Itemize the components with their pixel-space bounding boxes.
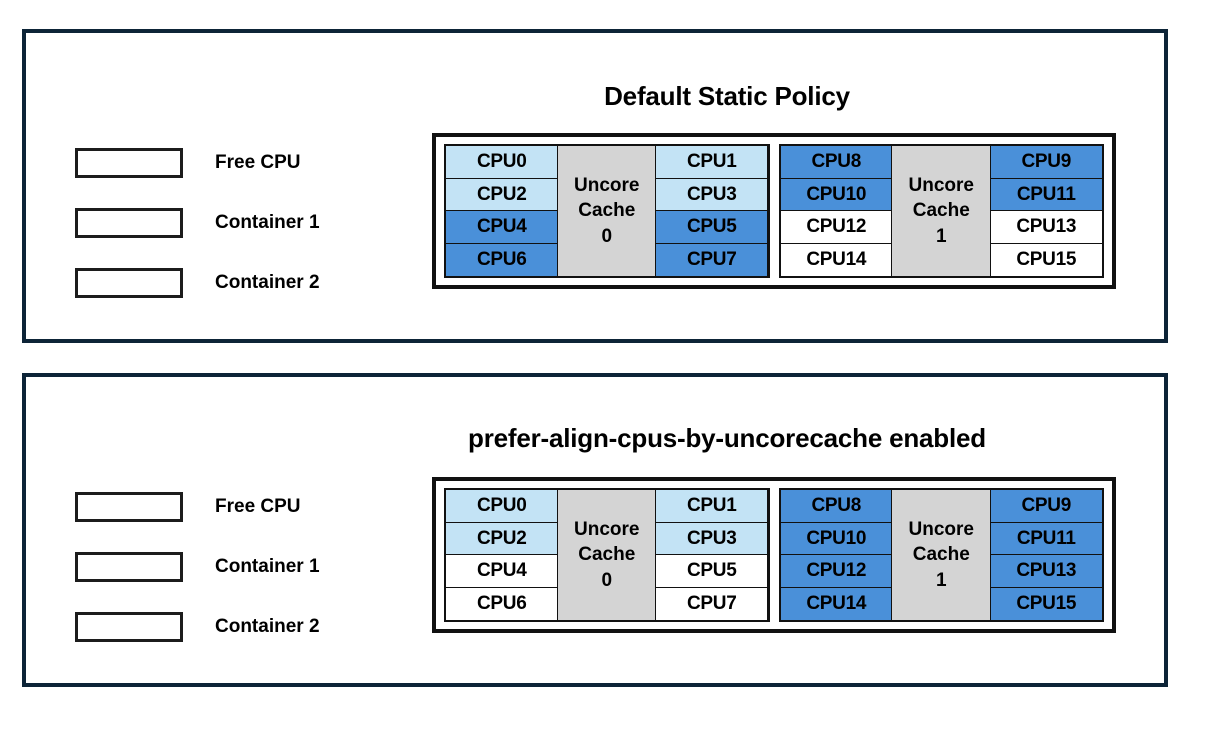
legend-label-container-1: Container 1	[215, 556, 320, 577]
cpu-cell: CPU0	[445, 489, 559, 524]
uncore-cache-label-line1: Uncore	[908, 175, 974, 197]
cache-group-1: CPU8 CPU10 CPU12 CPU14 Uncore Cache 1 CP…	[778, 488, 1104, 622]
cpu-cell: CPU11	[989, 521, 1103, 556]
cpu-topology-diagram: CPU0 CPU2 CPU4 CPU6 Uncore Cache 0 CPU1 …	[432, 133, 1116, 289]
uncore-cache-index: 1	[935, 225, 947, 247]
legend-label-free-cpu: Free CPU	[215, 152, 301, 173]
uncore-cache-label-line2: Cache	[578, 544, 636, 566]
cpu-column-right: CPU9 CPU11 CPU13 CPU15	[989, 489, 1103, 621]
cpu-cell: CPU6	[445, 242, 559, 277]
cpu-cell: CPU15	[989, 242, 1103, 277]
cpu-cell: CPU4	[445, 210, 559, 245]
legend-item-container-1: Container 1	[75, 193, 320, 253]
cache-group-0: CPU0 CPU2 CPU4 CPU6 Uncore Cache 0 CPU1 …	[444, 488, 770, 622]
uncore-cache-label-line2: Cache	[912, 544, 970, 566]
cpu-cell: CPU12	[779, 210, 893, 245]
legend-label-container-2: Container 2	[215, 272, 320, 293]
cpu-cell: CPU9	[989, 145, 1103, 180]
cpu-cell: CPU14	[779, 242, 893, 277]
cpu-cell: CPU4	[445, 554, 559, 589]
cpu-column-right: CPU9 CPU11 CPU13 CPU15	[989, 145, 1103, 277]
cpu-topology-diagram: CPU0 CPU2 CPU4 CPU6 Uncore Cache 0 CPU1 …	[432, 477, 1116, 633]
uncore-cache-label-line1: Uncore	[574, 519, 640, 541]
uncore-cache-index: 0	[601, 225, 613, 247]
cpu-cell: CPU13	[989, 554, 1103, 589]
uncore-cache-box: Uncore Cache 0	[556, 145, 657, 277]
legend-swatch-container-2	[75, 268, 183, 298]
uncore-cache-index: 0	[601, 569, 613, 591]
panel-prefer-align-cpus-by-uncorecache: prefer-align-cpus-by-uncorecache enabled…	[22, 373, 1168, 687]
legend-item-container-2: Container 2	[75, 597, 320, 657]
cpu-cell: CPU8	[779, 489, 893, 524]
cpu-column-right: CPU1 CPU3 CPU5 CPU7	[655, 489, 769, 621]
legend-bottom: Free CPU Container 1 Container 2	[75, 477, 320, 657]
legend-swatch-container-1	[75, 552, 183, 582]
cpu-cell: CPU0	[445, 145, 559, 180]
cpu-cell: CPU12	[779, 554, 893, 589]
cpu-cell: CPU7	[655, 242, 769, 277]
cpu-cell: CPU3	[655, 177, 769, 212]
cpu-cell: CPU11	[989, 177, 1103, 212]
legend-swatch-free-cpu	[75, 492, 183, 522]
cpu-cell: CPU2	[445, 521, 559, 556]
uncore-cache-label-line2: Cache	[578, 200, 636, 222]
panel-default-static-policy: Default Static Policy Free CPU Container…	[22, 29, 1168, 343]
uncore-cache-label-line1: Uncore	[574, 175, 640, 197]
cpu-column-left: CPU0 CPU2 CPU4 CPU6	[445, 145, 559, 277]
cpu-column-left: CPU0 CPU2 CPU4 CPU6	[445, 489, 559, 621]
cpu-cell: CPU9	[989, 489, 1103, 524]
cpu-cell: CPU1	[655, 145, 769, 180]
cpu-cell: CPU10	[779, 177, 893, 212]
legend-label-free-cpu: Free CPU	[215, 496, 301, 517]
page-title: prefer-align-cpus-by-uncorecache enabled	[468, 423, 986, 453]
cpu-column-left: CPU8 CPU10 CPU12 CPU14	[779, 489, 893, 621]
cpu-cell: CPU8	[779, 145, 893, 180]
uncore-cache-box: Uncore Cache 1	[891, 489, 992, 621]
legend-item-container-2: Container 2	[75, 253, 320, 313]
cache-group-0: CPU0 CPU2 CPU4 CPU6 Uncore Cache 0 CPU1 …	[444, 144, 770, 278]
legend-label-container-1: Container 1	[215, 212, 320, 233]
legend-top: Free CPU Container 1 Container 2	[75, 133, 320, 313]
cpu-column-left: CPU8 CPU10 CPU12 CPU14	[779, 145, 893, 277]
cpu-cell: CPU6	[445, 586, 559, 621]
uncore-cache-box: Uncore Cache 1	[891, 145, 992, 277]
cpu-cell: CPU3	[655, 521, 769, 556]
cpu-cell: CPU5	[655, 210, 769, 245]
cpu-cell: CPU7	[655, 586, 769, 621]
cache-group-1: CPU8 CPU10 CPU12 CPU14 Uncore Cache 1 CP…	[778, 144, 1104, 278]
cpu-cell: CPU14	[779, 586, 893, 621]
legend-swatch-free-cpu	[75, 148, 183, 178]
cpu-cell: CPU13	[989, 210, 1103, 245]
uncore-cache-box: Uncore Cache 0	[556, 489, 657, 621]
legend-swatch-container-2	[75, 612, 183, 642]
uncore-cache-label-line1: Uncore	[908, 519, 974, 541]
cpu-cell: CPU15	[989, 586, 1103, 621]
uncore-cache-label-line2: Cache	[912, 200, 970, 222]
legend-item-free-cpu: Free CPU	[75, 477, 320, 537]
legend-swatch-container-1	[75, 208, 183, 238]
legend-label-container-2: Container 2	[215, 616, 320, 637]
page-title: Default Static Policy	[604, 81, 850, 111]
legend-item-free-cpu: Free CPU	[75, 133, 320, 193]
cpu-cell: CPU5	[655, 554, 769, 589]
cpu-cell: CPU10	[779, 521, 893, 556]
cpu-cell: CPU1	[655, 489, 769, 524]
cpu-cell: CPU2	[445, 177, 559, 212]
uncore-cache-index: 1	[935, 569, 947, 591]
cpu-column-right: CPU1 CPU3 CPU5 CPU7	[655, 145, 769, 277]
legend-item-container-1: Container 1	[75, 537, 320, 597]
